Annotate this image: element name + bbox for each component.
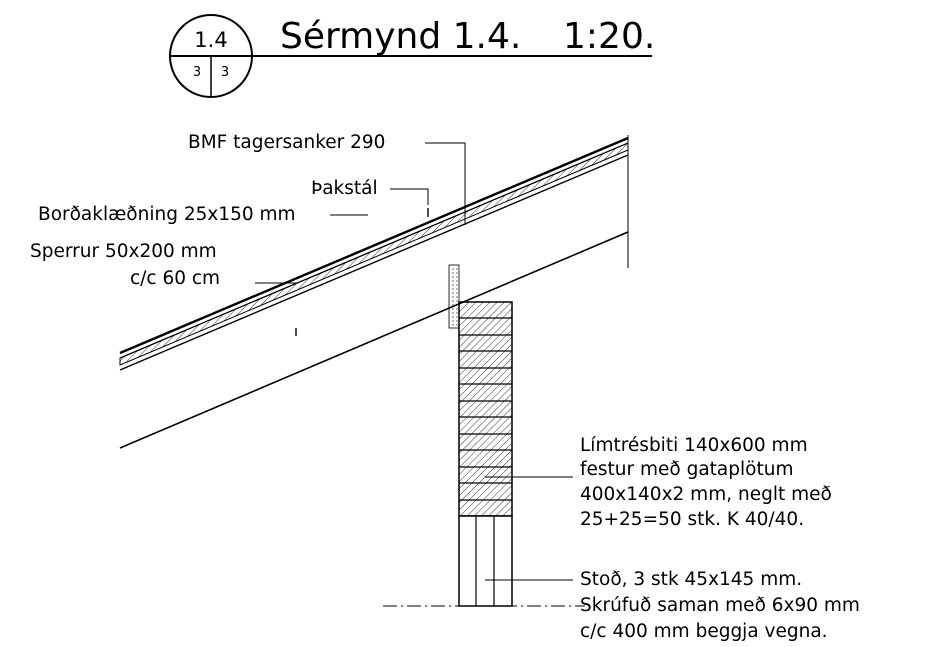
label-beam-2: festur með gataplötum [580, 459, 793, 480]
rafter-underside [119, 231, 629, 449]
bubble-sheet-right: 3 [221, 65, 229, 80]
bubble-number: 1.4 [194, 28, 227, 52]
label-post-3: c/c 400 mm beggja vegna. [580, 621, 828, 642]
leader-roof-steel [390, 188, 429, 205]
post-assembly [383, 515, 585, 607]
label-rafters-2: c/c 60 cm [130, 268, 220, 289]
label-beam-3: 400x140x2 mm, neglt með [580, 484, 832, 505]
label-roof-steel: Þakstál [311, 178, 378, 199]
callouts: BMF tagersanker 290 Þakstál Borðaklæðnin… [30, 132, 860, 642]
leader-lines [255, 142, 573, 581]
label-anchor: BMF tagersanker 290 [188, 132, 385, 153]
anchor-plate [448, 264, 460, 329]
cladding-bottom-line [119, 154, 629, 371]
glulam-beam [458, 301, 513, 517]
leader-anchor [425, 142, 466, 225]
label-cladding: Borðaklæðning 25x150 mm [38, 204, 296, 225]
bubble-sheet-left: 3 [193, 65, 201, 80]
drawing-scale: 1:20. [563, 16, 655, 57]
label-beam-1: Límtrésbiti 140x600 mm [580, 435, 808, 456]
title-block: 1.4 3 3 Sérmynd 1.4. 1:20. [169, 14, 655, 98]
beam-outline [458, 301, 513, 517]
label-beam-4: 25+25=50 stk. K 40/40. [580, 509, 804, 530]
roof-steel-line [119, 136, 629, 355]
label-post-1: Stoð, 3 stk 45x145 mm. [580, 569, 802, 590]
drawing-title: Sérmynd 1.4. [280, 16, 521, 57]
label-post-2: Skrúfuð saman með 6x90 mm [580, 595, 860, 616]
post-outline [458, 515, 513, 607]
label-rafters-1: Sperrur 50x200 mm [30, 241, 217, 262]
roof-assembly [119, 135, 629, 449]
